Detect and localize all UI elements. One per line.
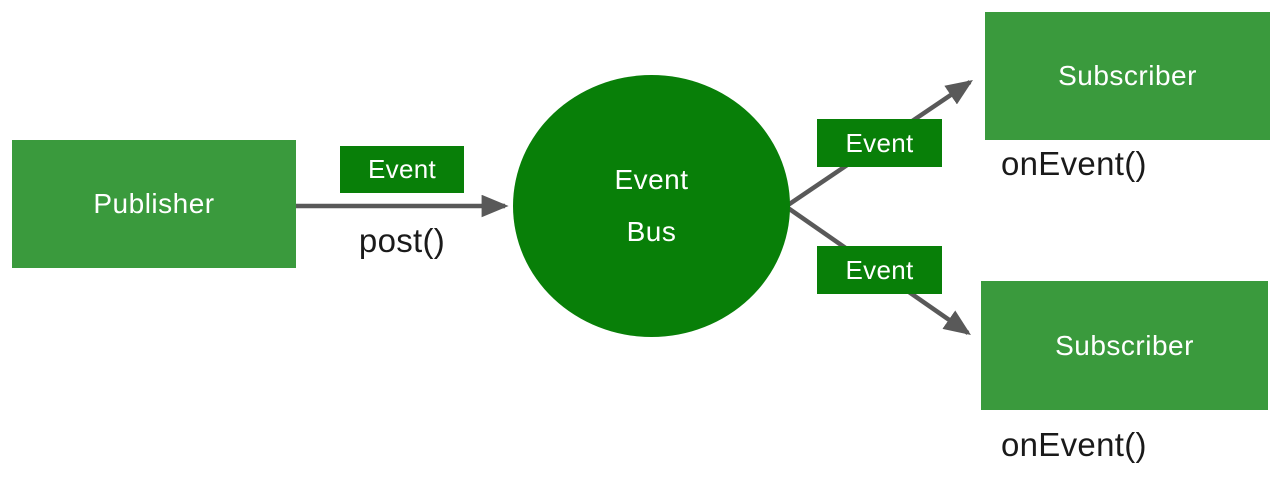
subscriber-node-2: Subscriber — [981, 281, 1268, 410]
subscriber-node-1: Subscriber — [985, 12, 1270, 140]
event-tag-subscribe-bottom-label: Event — [845, 254, 914, 285]
onevent-method-label-1: onEvent() — [1001, 145, 1147, 182]
event-tag-subscribe-bottom: Event — [817, 246, 942, 294]
event-tag-publish-label: Event — [368, 154, 436, 184]
event-tag-publish: Event — [340, 146, 464, 193]
subscriber-2-label: Subscriber — [1055, 329, 1194, 361]
event-tag-subscribe-top: Event — [817, 119, 942, 167]
post-method-label: post() — [358, 222, 446, 259]
event-bus-node: Event Bus — [513, 75, 790, 337]
onevent-method-label-2: onEvent() — [1001, 426, 1147, 463]
event-tag-subscribe-top-label: Event — [845, 127, 914, 158]
event-bus-label-line1: Event — [614, 164, 689, 195]
event-bus-label-line2: Bus — [626, 216, 677, 247]
publisher-label: Publisher — [93, 188, 215, 219]
publisher-node: Publisher — [12, 140, 296, 268]
subscriber-1-label: Subscriber — [1058, 60, 1197, 91]
